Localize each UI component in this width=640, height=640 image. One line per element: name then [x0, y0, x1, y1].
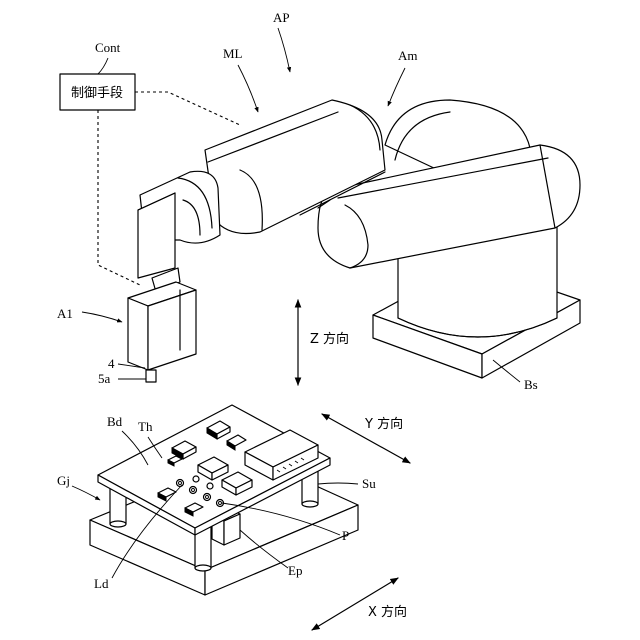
robot-wrist — [138, 171, 220, 292]
label-th: Th — [138, 419, 153, 434]
label-ml: ML — [223, 46, 243, 61]
label-ap: AP — [273, 10, 290, 25]
label-bd: Bd — [107, 414, 123, 429]
y-direction-label: Y 方向 — [364, 416, 403, 432]
label-am: Am — [398, 48, 418, 63]
label-cont: Cont — [95, 40, 121, 55]
label-4: 4 — [108, 356, 115, 371]
x-direction-arrow — [312, 578, 398, 630]
label-ep: Ep — [288, 563, 302, 578]
label-bs: Bs — [524, 377, 538, 392]
label-p: P — [342, 528, 349, 543]
label-ld: Ld — [94, 576, 109, 591]
label-gj: Gj — [57, 473, 70, 488]
label-su: Su — [362, 476, 376, 491]
x-direction-label: X 方向 — [368, 604, 407, 620]
label-5a: 5a — [98, 371, 111, 386]
controller-label: 制御手段 — [71, 86, 123, 101]
controller-box: 制御手段 — [60, 74, 135, 110]
signal-line-to-arm — [135, 92, 240, 125]
label-a1: A1 — [57, 306, 73, 321]
z-direction-label: Z 方向 — [310, 331, 349, 347]
signal-line-to-a1 — [98, 110, 140, 285]
